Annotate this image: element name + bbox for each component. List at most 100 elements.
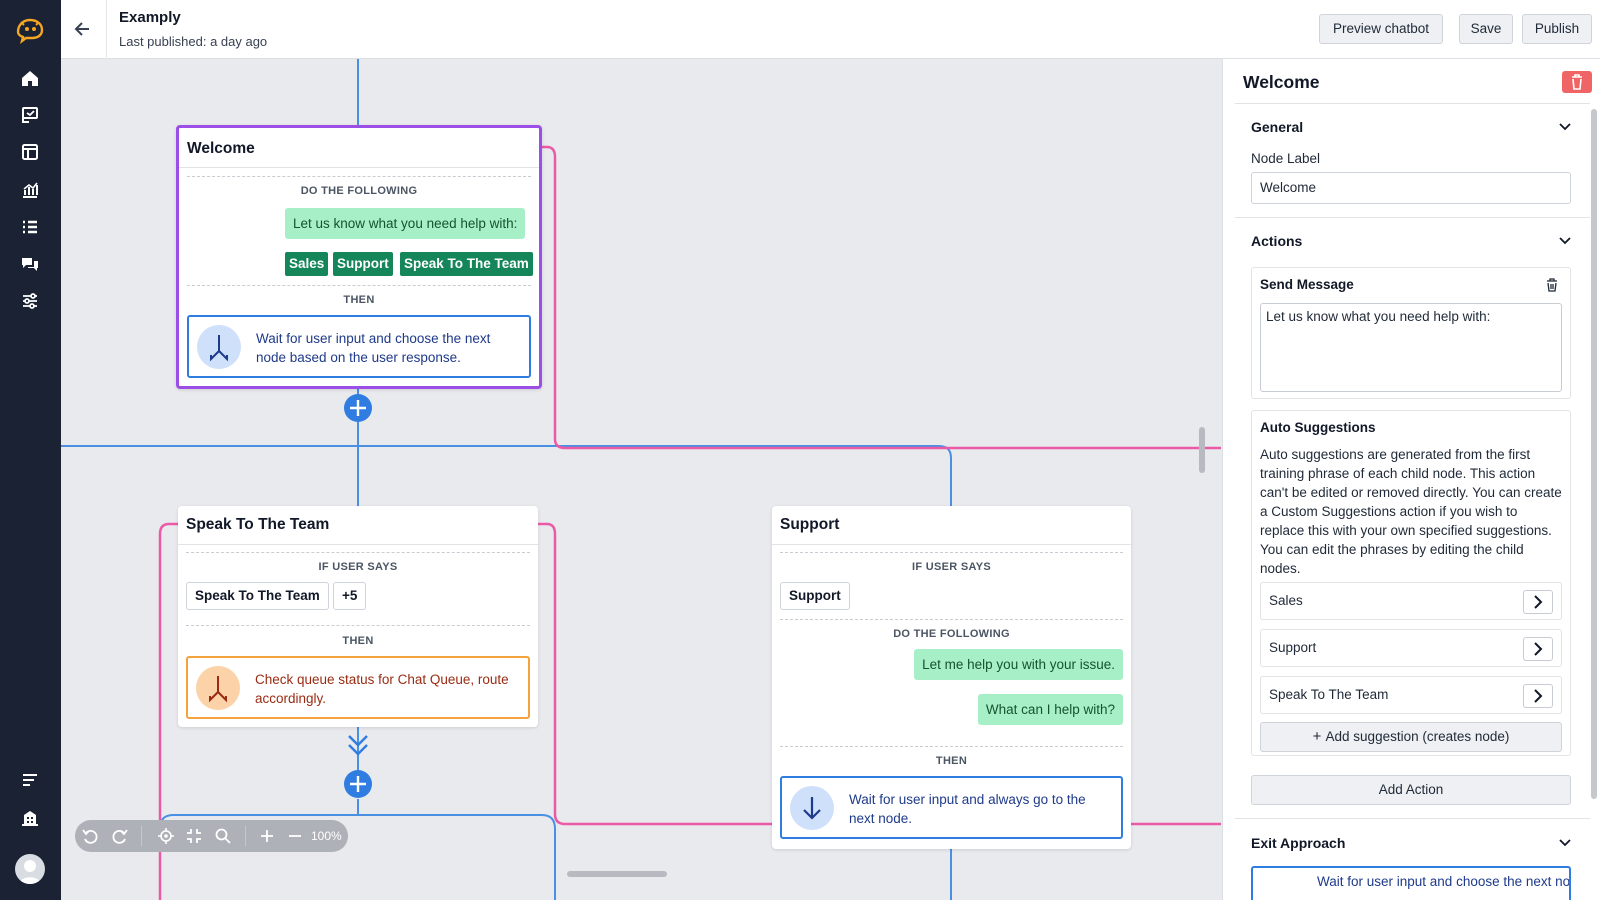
arrow-left-icon — [74, 22, 89, 36]
toolbar-separator — [141, 826, 142, 846]
then-action-box[interactable]: Check queue status for Chat Queue, route… — [186, 656, 530, 719]
auto-suggestions-card: Auto Suggestions Auto suggestions are ge… — [1251, 410, 1571, 756]
chevron-down-icon[interactable] — [1558, 120, 1572, 134]
node-header-divider — [178, 544, 538, 545]
flow-canvas[interactable]: Welcome DO THE FOLLOWING Let us know wha… — [61, 59, 1221, 900]
chevron-right-icon — [1534, 689, 1543, 703]
then-action-box[interactable]: Wait for user input and choose the next … — [187, 315, 531, 378]
node-speak-to-the-team[interactable]: Speak To The Team IF USER SAYS Speak To … — [178, 506, 538, 727]
save-button[interactable]: Save — [1459, 14, 1513, 44]
suggestion-row-speak[interactable]: Speak To The Team — [1260, 676, 1562, 714]
message-bubble: What can I help with? — [977, 694, 1123, 725]
user-avatar[interactable] — [15, 854, 45, 884]
panel-scrollbar[interactable] — [1591, 109, 1597, 799]
chevron-down-icon[interactable] — [1558, 836, 1572, 850]
node-label-caption: Node Label — [1251, 151, 1321, 166]
section-divider — [780, 619, 1123, 620]
add-node-plus-icon[interactable] — [343, 769, 373, 799]
add-suggestion-label: Add suggestion (creates node) — [1325, 729, 1510, 744]
section-divider — [186, 625, 530, 626]
message-bubble: Let us know what you need help with: — [285, 208, 526, 239]
vertical-scrollbar[interactable] — [1199, 427, 1205, 473]
branch-icon — [196, 666, 240, 710]
suggestion-label: Sales — [1269, 593, 1303, 608]
page-title: Examply — [119, 9, 181, 26]
trash-icon[interactable] — [1544, 277, 1560, 293]
inbox-icon[interactable] — [19, 104, 41, 126]
panel-divider — [1235, 217, 1590, 218]
building-icon[interactable] — [19, 806, 41, 828]
logo-icon[interactable] — [14, 14, 46, 46]
section-label-then: THEN — [343, 294, 375, 306]
home-icon[interactable] — [19, 67, 41, 89]
add-suggestion-button[interactable]: + Add suggestion (creates node) — [1260, 722, 1562, 752]
connector-lines — [61, 59, 1221, 900]
zoom-out-icon[interactable] — [286, 827, 304, 845]
section-divider — [780, 552, 1123, 553]
section-actions-title[interactable]: Actions — [1251, 233, 1303, 249]
more-phrases-badge[interactable]: +5 — [333, 582, 367, 610]
fit-view-icon[interactable] — [185, 827, 203, 845]
suggestion-chip-speak[interactable]: Speak To The Team — [400, 252, 533, 276]
open-suggestion-button[interactable] — [1523, 590, 1553, 614]
then-action-text: Wait for user input and always go to the… — [849, 792, 1086, 826]
user-icon — [19, 860, 41, 884]
delete-node-button[interactable] — [1562, 71, 1592, 93]
chat-icon[interactable] — [19, 253, 41, 275]
section-label-then: THEN — [342, 635, 374, 647]
suggestion-row-support[interactable]: Support — [1260, 629, 1562, 667]
undo-icon[interactable] — [81, 827, 99, 845]
locate-icon[interactable] — [157, 827, 175, 845]
list-icon[interactable] — [19, 216, 41, 238]
node-welcome[interactable]: Welcome DO THE FOLLOWING Let us know wha… — [176, 125, 542, 389]
redo-icon[interactable] — [111, 827, 129, 845]
then-action-box[interactable]: Wait for user input and always go to the… — [780, 776, 1123, 839]
back-button[interactable] — [61, 0, 107, 59]
preview-chatbot-button[interactable]: Preview chatbot — [1319, 14, 1443, 44]
node-title: Support — [780, 516, 840, 533]
chevron-down-icon[interactable] — [1558, 234, 1572, 248]
analytics-icon[interactable] — [19, 179, 41, 201]
trash-icon — [1572, 74, 1582, 90]
suggestion-label: Support — [1269, 640, 1317, 655]
auto-suggestions-title: Auto Suggestions — [1260, 420, 1376, 435]
open-suggestion-button[interactable] — [1523, 684, 1553, 708]
section-divider — [187, 176, 531, 177]
node-header-divider — [179, 167, 539, 168]
node-label-input[interactable]: Welcome — [1251, 172, 1571, 204]
settings-sliders-icon[interactable] — [19, 290, 41, 312]
section-exit-title[interactable]: Exit Approach — [1251, 835, 1346, 851]
section-label-do: DO THE FOLLOWING — [893, 628, 1010, 640]
arrow-down-icon — [790, 786, 834, 830]
node-header-divider — [772, 544, 1131, 545]
node-title: Speak To The Team — [186, 516, 330, 533]
suggestion-chip-sales[interactable]: Sales — [285, 252, 329, 276]
then-action-text: Wait for user input and choose the next … — [256, 331, 491, 365]
section-divider — [186, 552, 530, 553]
section-label-if: IF USER SAYS — [912, 561, 991, 573]
search-icon[interactable] — [214, 827, 232, 845]
section-general-title[interactable]: General — [1251, 119, 1304, 135]
user-says-phrase[interactable]: Speak To The Team — [186, 582, 329, 610]
exit-approach-box[interactable]: Wait for user input and choose the next … — [1251, 866, 1571, 900]
top-bar: Examply Last published: a day ago Previe… — [61, 0, 1600, 59]
suggestion-row-sales[interactable]: Sales — [1260, 582, 1562, 620]
horizontal-scrollbar[interactable] — [567, 871, 667, 877]
node-support[interactable]: Support IF USER SAYS Support DO THE FOLL… — [772, 506, 1131, 849]
branch-icon — [197, 325, 241, 369]
add-action-button[interactable]: Add Action — [1251, 775, 1571, 805]
exit-approach-text: Wait for user input and choose the next … — [1317, 874, 1571, 889]
last-published-status: Last published: a day ago — [119, 34, 268, 49]
node-title: Welcome — [187, 140, 255, 157]
add-node-plus-icon[interactable] — [343, 393, 373, 423]
open-suggestion-button[interactable] — [1523, 637, 1553, 661]
menu-lines-icon[interactable] — [19, 769, 41, 791]
layout-icon[interactable] — [19, 141, 41, 163]
send-message-textarea[interactable]: Let us know what you need help with: — [1260, 303, 1562, 392]
suggestion-chip-support[interactable]: Support — [333, 252, 393, 276]
publish-button[interactable]: Publish — [1522, 14, 1592, 44]
chevron-right-icon — [1534, 595, 1543, 609]
zoom-in-icon[interactable] — [258, 827, 276, 845]
section-divider — [780, 746, 1123, 747]
user-says-phrase[interactable]: Support — [780, 582, 850, 610]
